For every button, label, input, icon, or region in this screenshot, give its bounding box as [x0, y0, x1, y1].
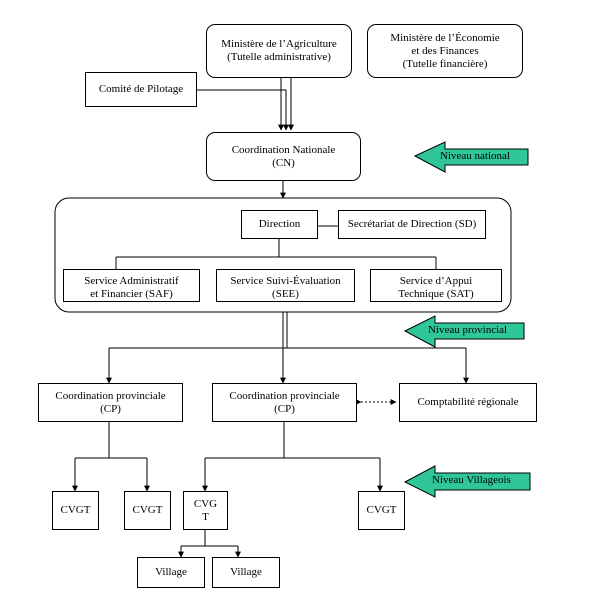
- node-cvgt-2-text: CVGT: [132, 504, 163, 516]
- node-ministere-agriculture: Ministère de l’Agriculture (Tutelle admi…: [206, 24, 352, 78]
- node-village-1: Village: [137, 557, 205, 588]
- node-ministere-economie-text: Ministère de l’Économie et des Finances …: [390, 31, 500, 70]
- level-label-provincial: Niveau provincial: [428, 324, 508, 336]
- level-arrow-national: [413, 141, 529, 173]
- node-cvgt-2: CVGT: [124, 491, 171, 530]
- node-saf-text: Service Administratif et Financier (SAF): [84, 275, 179, 300]
- node-see: Service Suivi-Évaluation (SEE): [216, 269, 355, 302]
- node-cp-center: Coordination provinciale (CP): [212, 383, 357, 422]
- node-secretariat-text: Secrétariat de Direction (SD): [347, 218, 477, 230]
- level-arrow-provincial: [403, 315, 525, 348]
- node-direction-text: Direction: [258, 218, 301, 230]
- node-comite-pilotage: Comité de Pilotage: [85, 72, 197, 107]
- node-village-2: Village: [212, 557, 280, 588]
- node-cp-center-text: Coordination provinciale (CP): [229, 389, 340, 415]
- node-ministere-agriculture-text: Ministère de l’Agriculture (Tutelle admi…: [221, 38, 337, 63]
- node-ministere-economie: Ministère de l’Économie et des Finances …: [367, 24, 523, 78]
- level-label-villageois: Niveau Villageois: [432, 474, 511, 486]
- node-cvgt-4-text: CVGT: [366, 504, 397, 516]
- connector-comite-cn: [197, 89, 289, 131]
- node-cvgt-4: CVGT: [358, 491, 405, 530]
- level-label-national: Niveau national: [440, 150, 510, 162]
- node-comptabilite: Comptabilité régionale: [399, 383, 537, 422]
- direction-group-container: [54, 197, 512, 313]
- node-village-2-text: Village: [230, 566, 262, 578]
- node-cvgt-3-text: CVG T: [193, 497, 218, 523]
- node-cp-left-text: Coordination provinciale (CP): [55, 389, 166, 415]
- node-cp-left: Coordination provinciale (CP): [38, 383, 183, 422]
- node-sat: Service d’Appui Technique (SAT): [370, 269, 502, 302]
- node-saf: Service Administratif et Financier (SAF): [63, 269, 200, 302]
- node-coordination-nationale-text: Coordination Nationale (CN): [231, 143, 336, 169]
- node-cvgt-3: CVG T: [183, 491, 228, 530]
- node-coordination-nationale: Coordination Nationale (CN): [206, 132, 361, 181]
- node-village-1-text: Village: [155, 566, 187, 578]
- node-comite-pilotage-text: Comité de Pilotage: [98, 83, 184, 95]
- level-arrow-villageois: [403, 465, 531, 498]
- node-comptabilite-text: Comptabilité régionale: [417, 396, 519, 408]
- node-direction: Direction: [241, 210, 318, 239]
- node-sat-text: Service d’Appui Technique (SAT): [398, 275, 474, 300]
- node-cvgt-1: CVGT: [52, 491, 99, 530]
- node-see-text: Service Suivi-Évaluation (SEE): [230, 275, 341, 300]
- node-cvgt-1-text: CVGT: [60, 504, 91, 516]
- node-secretariat: Secrétariat de Direction (SD): [338, 210, 486, 239]
